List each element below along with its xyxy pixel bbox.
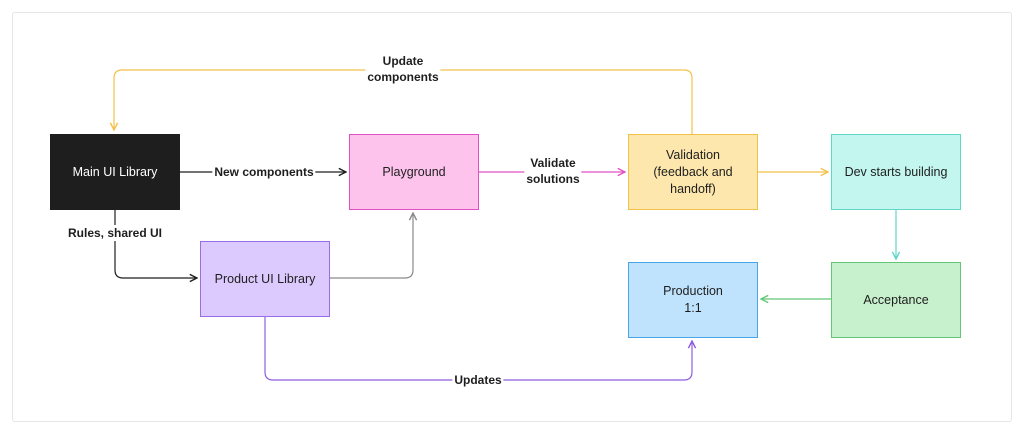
- node-playground-label: Playground: [382, 164, 446, 179]
- node-main-ui-library: Main UI Library: [50, 134, 180, 210]
- node-validation: Validation (feedback and handoff): [628, 134, 758, 210]
- edge-label-validate-solutions: Validate solutions: [524, 155, 582, 187]
- node-production: Production 1:1: [628, 262, 758, 338]
- edge-label-rules-shared-ui: Rules, shared UI: [65, 225, 165, 241]
- node-acceptance: Acceptance: [831, 262, 961, 338]
- node-dev-starts-building-label: Dev starts building: [844, 164, 948, 179]
- node-product-ui-library-label: Product UI Library: [214, 271, 316, 286]
- edge-rules-shared-ui: [114, 210, 197, 278]
- node-product-ui-library: Product UI Library: [200, 241, 330, 317]
- edge-label-new-components: New components: [212, 164, 316, 180]
- edge-label-updates: Updates: [452, 372, 504, 388]
- node-production-label: Production 1:1: [663, 284, 723, 315]
- edge-product-to-playground: [330, 213, 413, 279]
- node-dev-starts-building: Dev starts building: [831, 134, 961, 210]
- node-acceptance-label: Acceptance: [863, 292, 929, 307]
- node-playground: Playground: [349, 134, 479, 210]
- edge-label-update-components: Update components: [365, 53, 441, 85]
- diagram-frame: [12, 12, 1012, 422]
- node-validation-label: Validation (feedback and handoff): [653, 147, 733, 196]
- node-main-ui-library-label: Main UI Library: [72, 164, 158, 179]
